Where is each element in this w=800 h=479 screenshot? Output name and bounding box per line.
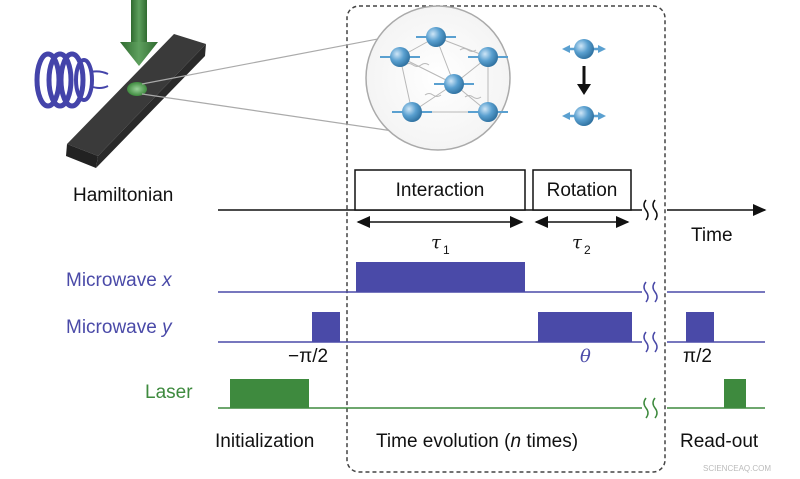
time-evolution-label: Time evolution (n times) [376, 431, 578, 452]
single-spin-icon [562, 39, 606, 126]
tau2-label: τ [572, 232, 583, 253]
interaction-label: Interaction [396, 180, 485, 201]
theta-label: θ [580, 346, 591, 367]
diamond-sample-icon [66, 34, 206, 168]
laser-pulse-readout [724, 379, 746, 408]
microwave-y-pulse-minus-pi-half [312, 312, 340, 342]
microwave-x-pulse [356, 262, 525, 292]
interaction-block [354, 169, 526, 211]
laser-label: Laser [145, 382, 193, 403]
initialization-label: Initialization [215, 431, 314, 452]
microwave-y-label: Microwave y [66, 317, 173, 338]
time-evolution-box [346, 5, 666, 473]
tau2-subscript: 2 [584, 243, 591, 257]
zoom-line-top [141, 33, 405, 85]
green-down-arrow-icon [120, 0, 158, 66]
microwave-x-label: Microwave x [66, 270, 173, 291]
watermark: SCIENCEAQ.COM [703, 464, 771, 473]
axis-break-icon [643, 281, 658, 303]
axis-break-icon [643, 199, 658, 221]
microwave-y-pulse-pi-half [686, 312, 714, 342]
minus-pi-half-label: −π/2 [288, 346, 328, 367]
zoom-line-bottom [141, 93, 421, 136]
laser-pulse-initialization [230, 379, 309, 408]
tau1-subscript: 1 [443, 243, 450, 257]
microwave-y-pulse-theta [538, 312, 632, 342]
spin-cluster-icon [365, 5, 511, 151]
time-label: Time [691, 225, 733, 246]
hamiltonian-label: Hamiltonian [73, 185, 173, 206]
rotation-block [532, 169, 632, 211]
axis-break-icon [643, 331, 658, 353]
readout-label: Read-out [680, 431, 759, 452]
tau1-label: τ [431, 232, 442, 253]
coil-icon [34, 51, 109, 109]
axis-break-icon [643, 397, 658, 419]
pi-half-label: π/2 [683, 346, 712, 367]
rotation-label: Rotation [547, 180, 618, 201]
